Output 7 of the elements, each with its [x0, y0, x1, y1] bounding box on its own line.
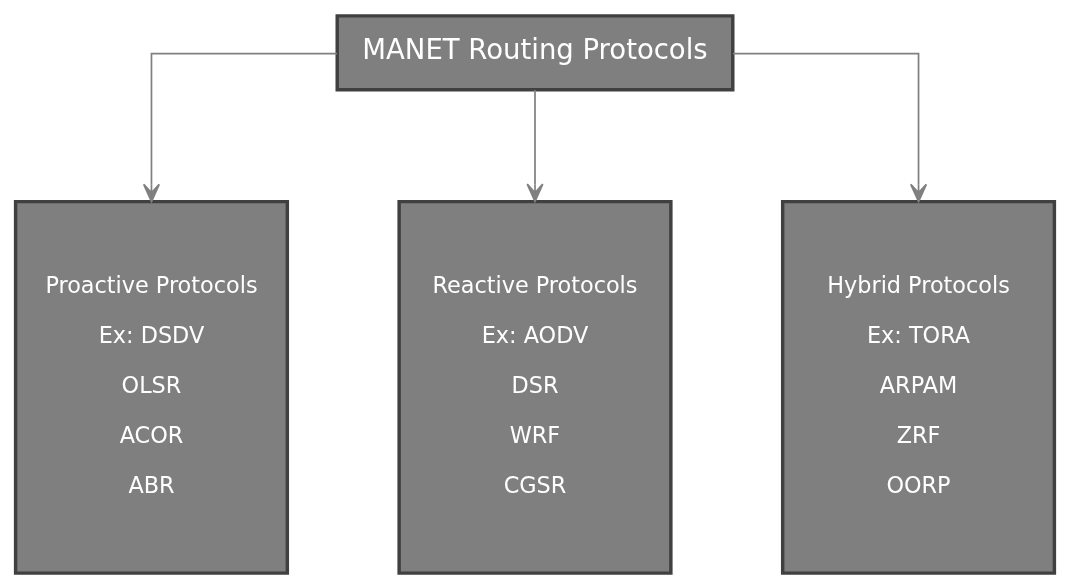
arrow — [732, 52, 928, 202]
node-box: Hybrid Protocols Ex: TORA ARPAM ZRF OORP — [780, 199, 1057, 575]
arrow — [526, 88, 544, 202]
arrow — [142, 52, 338, 202]
node-box: Proactive Protocols Ex: DSDV OLSR ACOR ABR — [13, 199, 290, 575]
node-box: MANET Routing Protocols — [335, 13, 735, 92]
node-box: Reactive Protocols Ex: AODV DSR WRF CGSR — [397, 199, 673, 575]
